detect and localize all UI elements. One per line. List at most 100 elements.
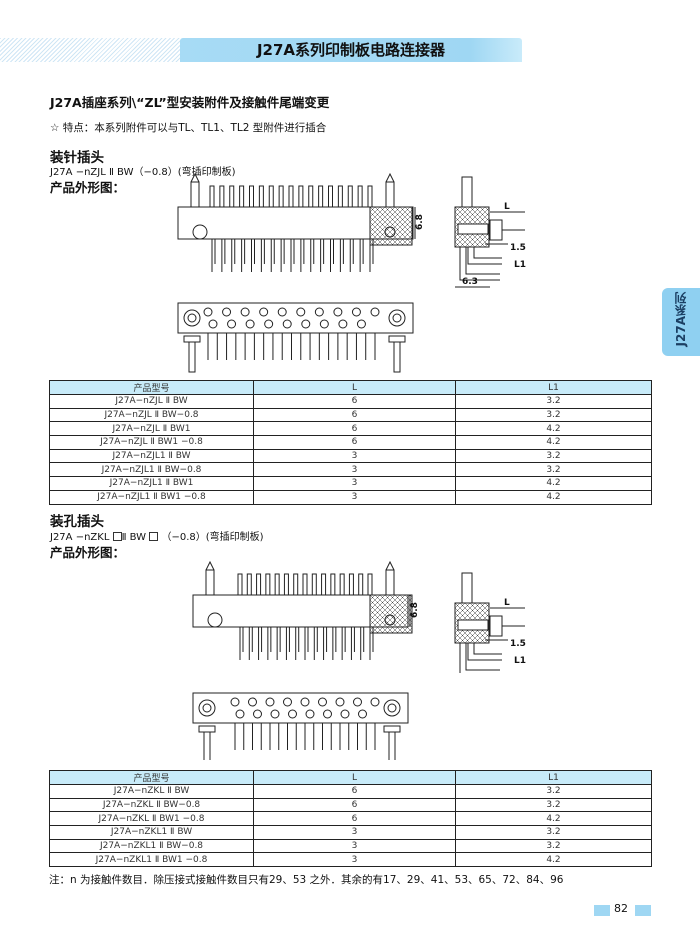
header-l1: L1 [455,380,652,395]
contact-hole [264,319,274,329]
guide-pin [461,176,473,208]
hatched-section [369,594,413,634]
dimension-1-5-label: 1.5 [510,243,526,253]
section-title: J27A插座系列\“ZL”型安装附件及接触件尾端变更 [50,95,330,110]
washer [183,335,201,343]
table-cell: 4.2 [455,852,652,868]
guide-pin-tip [385,560,395,571]
pin-plug-model: J27A −nZJL Ⅱ BW（−0.8）(弯插印制板) [50,167,236,178]
dimension-height-label: 6.8 [410,602,420,618]
table-cell: 3.2 [455,448,652,464]
guide-pin [203,731,211,760]
contact-pin [274,573,280,596]
contact-pin [330,573,336,596]
hatched-section [369,206,413,246]
nut [489,615,503,637]
nut [489,219,503,241]
header-model: 产品型号 [49,770,254,785]
contact-hole [314,307,324,317]
header-l: L [253,380,456,395]
table-cell: J27A−nZKL1 Ⅱ BW1 −0.8 [49,852,254,868]
contact-pin [209,185,215,208]
table-cell: 3 [253,462,456,478]
table-cell: 6 [253,797,456,813]
mount-hole [384,614,396,626]
bent-tail [467,247,502,265]
page-number: 82 [614,902,628,915]
contact-hole [253,709,262,719]
table-cell: 3.2 [455,784,652,799]
contact-hole [208,319,218,329]
bent-tail [459,247,500,281]
bent-tail [467,643,502,661]
contact-hole [288,709,297,719]
table-cell: J27A−nZKL Ⅱ BW1 −0.8 [49,811,254,827]
contact-pin [265,573,271,596]
pin-plug-front-view: 6.8 [177,172,425,272]
table-cell: 6 [253,394,456,409]
connector-flange [192,692,409,724]
table-cell: 6 [253,421,456,437]
contact-pin [348,573,354,596]
table-cell: 3 [253,476,456,491]
contact-pin [367,573,373,596]
table-cell: 3.2 [455,407,652,423]
contact-hole [296,307,306,317]
table-cell: J27A−nZJL1 Ⅱ BW [49,448,254,464]
bent-tail [459,643,500,673]
contact-pin [367,185,373,208]
contact-hole [318,697,327,707]
table-cell: 3.2 [455,394,652,409]
contact-tube [457,223,489,235]
table-cell: 3 [253,825,456,840]
side-tab[interactable]: J27A系列 [662,288,700,356]
contact-hole [351,307,361,317]
socket-plug-model: J27A −nZKL Ⅱ BW （−0.8）(弯插印制板) [50,532,264,543]
contact-hole [356,319,366,329]
contact-pin [239,185,245,208]
dimension-l-label: L [504,202,510,212]
socket-plug-front-view: 6.8 [192,560,420,660]
contact-hole [353,697,362,707]
contact-hole [248,697,257,707]
footnote: 注：n 为接触件数目．除压接式接触件数目只有29、53 之外．其余的有17、29… [49,874,564,886]
pin-plug-bottom-view [177,302,414,373]
contact-pin [337,185,343,208]
table-cell: 6 [253,784,456,799]
contact-hole [282,319,292,329]
table-cell: J27A−nZJL1 Ⅱ BW1 [49,476,254,491]
contact-pin [298,185,304,208]
guide-pin [385,569,395,596]
dimension-height-label: 6.8 [415,214,425,230]
connector-body [177,206,414,240]
contact-pin [293,573,299,596]
feature-text: ☆ 特点：本系列附件可以与TL、TL1、TL2 型附件进行插合 [50,122,327,134]
contact-hole [340,709,350,719]
page-marker [594,905,610,916]
table-cell: J27A−nZJL Ⅱ BW [49,394,254,409]
dimension-l1-label: L1 [514,260,526,270]
contact-hole [230,697,240,707]
pin-plug-heading: 装针插头 [50,150,104,166]
contact-hole [333,307,343,317]
table-cell: 6 [253,811,456,827]
table-cell: J27A−nZKL Ⅱ BW [49,784,254,799]
contact-pin [229,185,235,208]
contact-hole [259,307,269,317]
socket-plug-drawing-label: 产品外形图： [50,545,126,560]
contact-hole [335,697,345,707]
contact-tube [457,619,489,631]
table-cell: J27A−nZJL Ⅱ BW−0.8 [49,407,254,423]
guide-pin-tip [205,560,215,571]
contact-pin [278,185,284,208]
contact-hole [301,319,311,329]
header-l1: L1 [455,770,652,785]
